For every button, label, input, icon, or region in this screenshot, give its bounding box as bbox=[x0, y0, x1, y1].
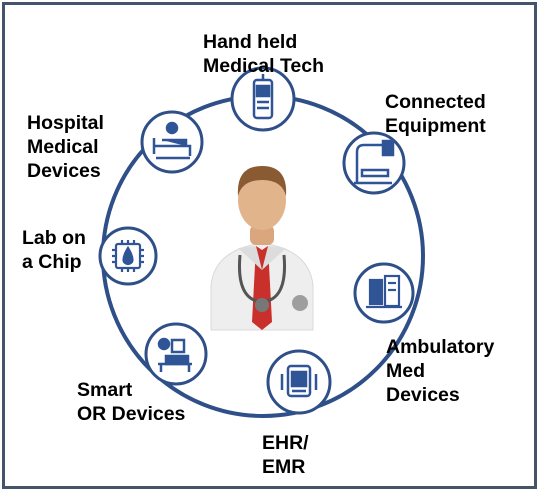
operating-room-icon bbox=[157, 337, 192, 372]
node-smart-or-devices bbox=[144, 322, 208, 386]
label-connected-equipment: Connected Equipment bbox=[385, 91, 486, 137]
label-handheld-medical-tech: Hand held Medical Tech bbox=[203, 31, 325, 77]
label-lab-on-a-chip: Lab on a Chip bbox=[22, 227, 86, 273]
node-lab-on-a-chip bbox=[98, 226, 158, 286]
ambulatory-equipment-icon bbox=[366, 274, 402, 309]
label-ambulatory-med-devices: Ambulatory Med Devices bbox=[386, 336, 495, 406]
node-handheld-medical-tech bbox=[230, 66, 296, 132]
node-connected-equipment bbox=[342, 131, 406, 195]
node-ehr-emr bbox=[266, 349, 332, 415]
electronic-record-icon bbox=[280, 364, 318, 398]
label-ehr-emr: EHR/ EMR bbox=[262, 432, 309, 478]
diagram-frame bbox=[2, 2, 537, 489]
node-ambulatory-med-devices bbox=[353, 262, 415, 324]
chip-droplet-icon bbox=[112, 240, 144, 272]
hospital-bed-icon bbox=[152, 121, 192, 160]
handheld-device-icon bbox=[252, 74, 274, 120]
medical-scanner-icon bbox=[354, 139, 395, 185]
node-hospital-medical-devices bbox=[140, 110, 204, 174]
doctor-illustration bbox=[210, 166, 314, 331]
label-hospital-medical-devices: Hospital Medical Devices bbox=[27, 112, 104, 182]
label-smart-or-devices: Smart OR Devices bbox=[77, 379, 186, 425]
